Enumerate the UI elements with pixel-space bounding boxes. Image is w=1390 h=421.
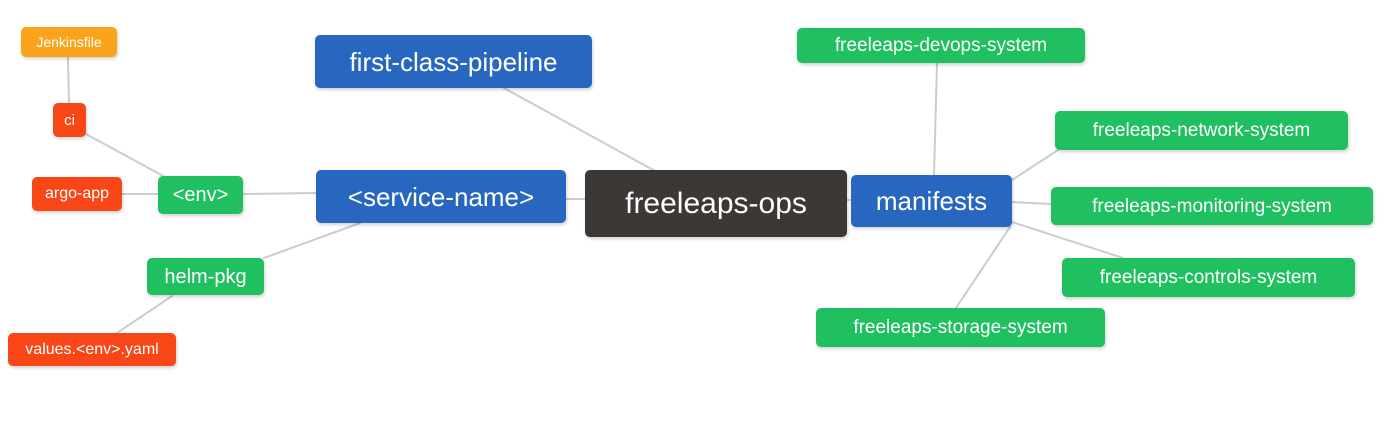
node-helm-pkg[interactable]: helm-pkg xyxy=(147,258,264,295)
node-label: Jenkinsfile xyxy=(36,34,102,50)
edge-ci--env xyxy=(85,133,166,178)
node-env[interactable]: <env> xyxy=(158,176,243,214)
node-first-class-pipeline[interactable]: first-class-pipeline xyxy=(315,35,592,88)
node-freeleaps-network-system[interactable]: freeleaps-network-system xyxy=(1055,111,1348,150)
node-label: first-class-pipeline xyxy=(349,46,558,77)
edge-manifests--freeleaps-controls-system xyxy=(1011,221,1124,259)
node-freeleaps-ops[interactable]: freeleaps-ops xyxy=(585,170,847,237)
node-label: manifests xyxy=(875,186,988,216)
node-jenkinsfile[interactable]: Jenkinsfile xyxy=(21,27,117,57)
node-label: freeleaps-ops xyxy=(625,186,807,220)
node-label: <env> xyxy=(172,184,229,206)
node-service-name[interactable]: <service-name> xyxy=(316,170,566,223)
edge-manifests--freeleaps-network-system xyxy=(1011,149,1059,181)
edge-manifests--freeleaps-monitoring-system xyxy=(1011,201,1052,205)
edge-env--service-name xyxy=(242,192,317,195)
node-label: argo-app xyxy=(44,185,110,202)
edge-first-class-pipeline--freeleaps-ops xyxy=(503,87,656,172)
node-label: freeleaps-storage-system xyxy=(853,317,1068,338)
node-label: values.<env>.yaml xyxy=(25,340,159,358)
node-label: freeleaps-network-system xyxy=(1092,120,1311,141)
edge-values-env-yaml--helm-pkg xyxy=(116,295,173,334)
node-label: ci xyxy=(64,111,75,129)
edge-manifests--freeleaps-storage-system xyxy=(955,226,1011,309)
node-argo-app[interactable]: argo-app xyxy=(32,177,122,211)
node-values-env-yaml[interactable]: values.<env>.yaml xyxy=(8,333,176,366)
node-label: helm-pkg xyxy=(164,265,247,288)
node-label: <service-name> xyxy=(347,181,535,212)
node-freeleaps-storage-system[interactable]: freeleaps-storage-system xyxy=(816,308,1105,347)
node-ci[interactable]: ci xyxy=(53,103,86,137)
edge-manifests--freeleaps-devops-system xyxy=(933,62,938,176)
node-freeleaps-monitoring-system[interactable]: freeleaps-monitoring-system xyxy=(1051,187,1373,225)
node-label: freeleaps-monitoring-system xyxy=(1092,195,1332,217)
node-label: freeleaps-controls-system xyxy=(1099,267,1318,288)
node-freeleaps-controls-system[interactable]: freeleaps-controls-system xyxy=(1062,258,1355,297)
node-freeleaps-devops-system[interactable]: freeleaps-devops-system xyxy=(797,28,1085,63)
node-label: freeleaps-devops-system xyxy=(834,35,1048,56)
edge-jenkinsfile--ci xyxy=(67,57,70,104)
node-manifests[interactable]: manifests xyxy=(851,175,1012,227)
edge-helm-pkg--service-name xyxy=(263,222,361,259)
